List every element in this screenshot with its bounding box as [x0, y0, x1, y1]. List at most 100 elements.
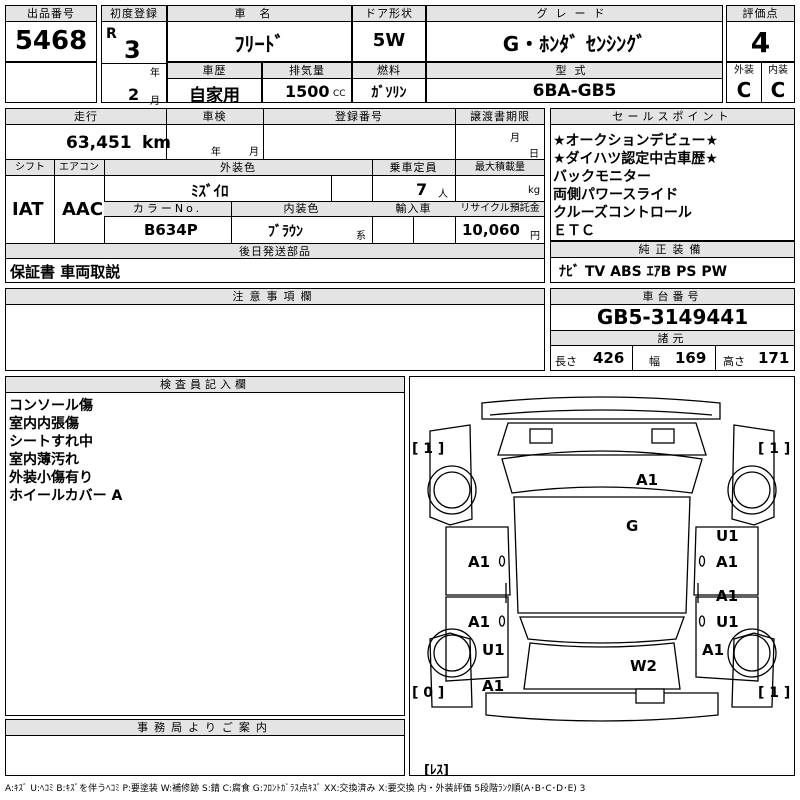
- model-box: 型式 6BA-GB5: [426, 62, 723, 103]
- inspector-line: 外装小傷有り: [9, 470, 93, 486]
- damage-mark: A1: [716, 587, 739, 605]
- damage-mark: A1: [702, 641, 725, 659]
- inspector-label: 検査員記入欄: [6, 377, 404, 393]
- displacement-box: 排気量 1500 CC: [262, 62, 352, 103]
- sales-item: クルーズコントロール: [553, 205, 692, 221]
- reg-month: 2: [128, 85, 140, 104]
- history-box: 車歴 自家用: [167, 62, 262, 106]
- chassis-box: 車台番号 GB5-3149441 諸元 長さ 426 幅 169 高さ 171: [550, 288, 795, 371]
- tire-front-left: [ 1 ]: [412, 441, 445, 457]
- sales-item: 両側パワースライド: [553, 187, 679, 203]
- fuel-box: 燃料 ｶﾞｿﾘﾝ: [352, 62, 426, 103]
- lot-number: 5468: [14, 26, 88, 56]
- damage-mark: A1: [468, 613, 491, 631]
- lot-box: 出品番号 5468: [5, 5, 97, 62]
- damage-mark: U1: [716, 613, 739, 631]
- lot-label: 出品番号: [6, 6, 96, 22]
- sales-item: バックモニター: [553, 169, 651, 185]
- sales-item: ＥＴＣ: [553, 223, 595, 239]
- inspector-line: 室内薄汚れ: [9, 452, 79, 468]
- person-unit: 人: [438, 189, 448, 200]
- model: 6BA-GB5: [532, 81, 617, 101]
- spare-tire: [ﾚｽ]: [424, 763, 449, 778]
- door-label: ドア形状: [353, 6, 425, 22]
- regno-label: 登録番号: [335, 110, 383, 123]
- door-box: ドア形状 5W: [352, 5, 426, 62]
- recycle-fee: 10,060: [462, 221, 520, 239]
- notes-label: 注意事項欄: [6, 289, 544, 305]
- mileage: 63,451: [66, 133, 132, 153]
- width-label: 幅: [649, 355, 660, 368]
- door: 5W: [372, 30, 406, 51]
- history: 自家用: [189, 86, 240, 106]
- reg-month-unit: 月: [150, 96, 160, 107]
- inspection-year-unit: 年: [211, 147, 221, 158]
- inspector-box: 検査員記入欄 コンソール傷 室内内張傷 シートすれ中 室内薄汚れ 外装小傷有り …: [5, 376, 405, 716]
- later-label: 後日発送部品: [6, 243, 544, 259]
- series-unit: 系: [356, 231, 366, 242]
- grade: G・ﾎﾝﾀﾞ ｾﾝｼﾝｸﾞ: [502, 32, 647, 56]
- office-box: 事務局よりご案内: [5, 719, 405, 776]
- legend: A:ｷｽﾞ U:ﾍｺﾐ B:ｷｽﾞを伴うﾍｺﾐ P:要塗装 W:補修跡 S:錆 …: [5, 784, 586, 794]
- sales-item: ★オークションデビュー★: [553, 133, 719, 149]
- transfer-day-unit: 日: [529, 149, 539, 160]
- inspector-line: コンソール傷: [9, 398, 93, 414]
- transfer-month-unit: 月: [510, 133, 520, 144]
- score: 4: [750, 26, 771, 59]
- body-color: ﾐｽﾞｲﾛ: [191, 182, 229, 200]
- equipment-box: 純正装備 ﾅﾋﾞ TV ABS ｴｱB PS PW: [550, 241, 795, 283]
- int-label: 内装: [768, 65, 788, 76]
- import-label: 輸入車: [395, 202, 432, 215]
- int-grade: C: [770, 78, 786, 102]
- interior-label: 内装色: [283, 202, 320, 215]
- fuel: ｶﾞｿﾘﾝ: [371, 85, 407, 101]
- history-label: 車歴: [168, 63, 261, 79]
- displacement: 1500: [285, 82, 330, 101]
- era: R: [106, 26, 117, 42]
- score-label: 評価点: [727, 6, 794, 22]
- reg-year-unit: 年: [150, 68, 160, 79]
- load-label: 最大積載量: [475, 162, 525, 173]
- mileage-label: 走行: [74, 110, 98, 123]
- inspector-line: ホイールカバー A: [9, 488, 123, 504]
- capacity-label: 乗車定員: [389, 161, 438, 174]
- km-unit: km: [142, 133, 172, 153]
- shift: IAT: [12, 199, 44, 220]
- sales-box: セールスポイント ★オークションデビュー★ ★ダイハツ認定中古車歴★ バックモニ…: [550, 108, 795, 241]
- sales-label: セールスポイント: [551, 109, 794, 125]
- inspector-line: シートすれ中: [9, 434, 93, 450]
- inspection-month-unit: 月: [249, 147, 259, 158]
- capacity: 7: [416, 180, 428, 199]
- inspection-label: 車検: [202, 110, 227, 123]
- car-name-box: 車名 ﾌﾘｰﾄﾞ: [167, 5, 352, 62]
- grade-label: グレード: [427, 6, 722, 22]
- lot-blank-box: [5, 62, 97, 103]
- model-label: 型式: [427, 63, 722, 79]
- tire-rear-left: [ 0 ]: [412, 685, 445, 701]
- ext-int-box: 外装 内装 C C: [726, 62, 795, 103]
- recycle-label: リサイクル預託金: [460, 203, 540, 214]
- tire-rear-right: [ 1 ]: [758, 685, 791, 701]
- chassis-label: 車台番号: [551, 289, 794, 305]
- damage-mark: A1: [636, 471, 659, 489]
- displacement-label: 排気量: [263, 63, 351, 79]
- equipment-label: 純正装備: [551, 242, 794, 258]
- length-label: 長さ: [555, 355, 577, 368]
- car-name: ﾌﾘｰﾄﾞ: [234, 32, 285, 56]
- tire-front-right: [ 1 ]: [758, 441, 791, 457]
- fuel-label: 燃料: [353, 63, 425, 79]
- color-number: B634P: [144, 221, 198, 239]
- damage-mark: G: [626, 517, 639, 535]
- cc-unit: CC: [333, 89, 346, 99]
- color-label: 外装色: [220, 161, 256, 174]
- equipment-list: ﾅﾋﾞ TV ABS ｴｱB PS PW: [559, 264, 728, 280]
- height-label: 高さ: [723, 355, 745, 368]
- ac-label: エアコン: [59, 162, 99, 173]
- car-name-label: 車名: [168, 6, 351, 22]
- office-label: 事務局よりご案内: [6, 720, 404, 736]
- length: 426: [593, 349, 625, 367]
- car-diagram: [ 1 ] [ 1 ] [ 0 ] [ 1 ] [ﾚｽ] A1 G U1 A1 …: [409, 376, 795, 778]
- score-box: 評価点 4: [726, 5, 795, 62]
- kg-unit: kg: [528, 185, 541, 196]
- yen-unit: 円: [530, 231, 540, 242]
